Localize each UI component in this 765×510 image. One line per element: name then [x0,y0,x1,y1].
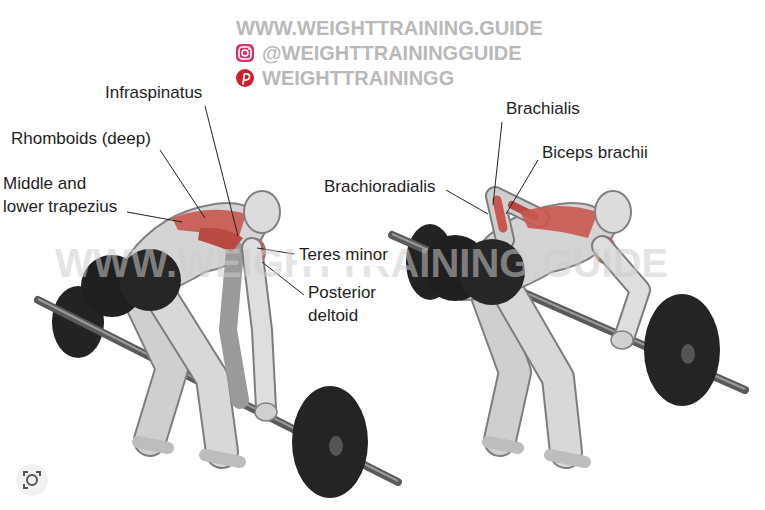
watermark-instagram: @WEIGHTTRAININGGUIDE [262,41,522,65]
muscle-label: Posterior deltoid [306,281,392,327]
muscle-label: Brachioradialis [322,175,438,198]
muscle-label: Infraspinatus [103,81,204,104]
pinterest-icon [236,69,254,87]
muscle-label: Rhomboids (deep) [9,127,153,150]
muscle-label: Brachialis [504,97,582,120]
watermark-url: WWW.WEIGHTTRAINING.GUIDE [236,16,543,40]
muscle-label: Teres minor [297,243,390,266]
muscle-label: Middle and lower trapezius [1,172,127,218]
lens-icon [16,464,48,496]
instagram-icon [236,44,254,62]
watermark-pinterest: WEIGHTTRAININGG [262,66,454,90]
left-figure [38,191,398,498]
right-figure [392,191,745,462]
muscle-label: Biceps brachii [540,141,650,164]
